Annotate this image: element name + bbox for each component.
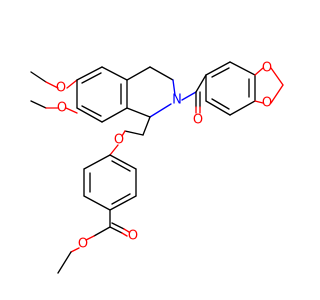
bond-thiq-b	[149, 66, 174, 81]
bond-thiq-n-top	[172, 79, 176, 96]
oxygen-label-ester-carbonyl: O	[128, 229, 138, 244]
bond-linker-b	[124, 130, 144, 136]
bond-linker-a	[142, 116, 151, 136]
bond-ester-carbonyl-b	[111, 222, 125, 230]
bond-methoxy-top-c	[30, 71, 47, 83]
bond-dioxole-o-top-b	[270, 67, 284, 86]
bond-benzene-inner-c	[81, 105, 102, 117]
bond-benzoate-f	[83, 154, 111, 170]
oxygen-label-methoxy-bottom: O	[57, 101, 67, 116]
bond-thiq-n-left	[149, 103, 172, 118]
bond-benzoate-inner-a	[111, 160, 131, 172]
oxygen-label-ester-single: O	[78, 237, 88, 252]
bond-benzene-d	[101, 107, 128, 123]
bond-dioxole-o-bottom-b	[270, 84, 284, 104]
bond-dioxole-benzene-b	[229, 61, 256, 76]
bond-ester-carbonyl-red-b	[123, 228, 130, 233]
bond-benzoate-c	[109, 195, 137, 211]
bond-dioxole-benzene-inner-a	[211, 67, 230, 78]
bond-benzoate-inner-c	[111, 193, 131, 205]
nitrogen-label-ring: N	[172, 93, 182, 108]
bond-dioxole-benzene-d	[229, 100, 256, 116]
oxygen-label-ether: O	[114, 133, 124, 148]
bond-dioxole-o-bottom-a	[254, 100, 264, 104]
bond-layer	[30, 61, 284, 274]
oxygen-label-methoxy-top: O	[56, 81, 66, 96]
molecule-structure-diagram: O O N O O O O O O	[30, 61, 284, 274]
bond-ester-o-red	[85, 235, 95, 241]
oxygen-label-amide-carbonyl: O	[193, 113, 203, 128]
atom-label-layer: O O N O O O O O O	[56, 61, 272, 252]
bond-benzene-inner-a	[81, 72, 102, 84]
bond-methoxy-bottom-c	[30, 100, 47, 109]
bond-benzene-b	[101, 66, 128, 81]
bond-dioxole-benzene-e	[205, 100, 231, 116]
bond-linker-o-a	[121, 130, 126, 137]
bond-thiq-a	[126, 66, 151, 81]
oxygen-label-dioxole-bottom: O	[262, 96, 272, 111]
bond-benzene-e	[76, 107, 103, 123]
bond-ester-o-link	[93, 226, 111, 237]
bond-ethyl-o	[70, 247, 80, 253]
bond-methoxy-top-o1	[45, 81, 59, 89]
bond-ester-carbonyl-red-a	[121, 232, 128, 237]
bond-dioxole-benzene-a	[205, 61, 231, 76]
bond-amide-to-aryl	[195, 74, 207, 93]
bond-dioxole-o-top-a	[254, 67, 264, 76]
bond-ester-carbonyl-a	[109, 226, 123, 234]
bond-benzoate-a	[109, 154, 137, 170]
bond-benzene-a	[76, 66, 103, 81]
bond-methoxy-bottom-o2	[65, 107, 78, 114]
bond-amide-n-c	[181, 91, 197, 101]
bond-linker-o-b	[109, 144, 119, 156]
bond-ethyl-c	[57, 251, 72, 274]
oxygen-label-dioxole-top: O	[262, 61, 272, 76]
bond-methoxy-top-o2	[66, 79, 78, 89]
bond-thiq-c	[126, 107, 151, 118]
bond-benzoate-d	[83, 195, 111, 211]
bond-dioxole-benzene-inner-c	[211, 98, 230, 110]
